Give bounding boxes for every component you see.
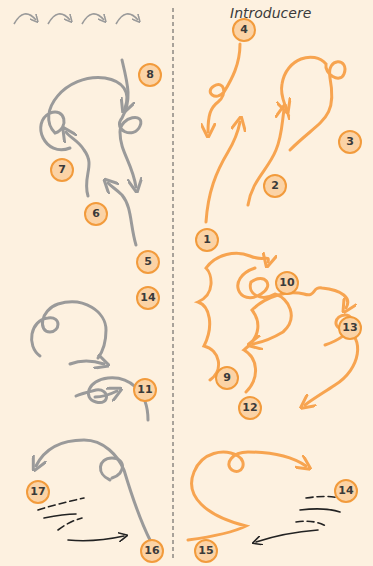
callout-number: 9 xyxy=(215,366,239,390)
callout-number: 13 xyxy=(338,316,362,340)
callout-number: 14 xyxy=(334,479,358,503)
callout-number: 11 xyxy=(133,378,157,402)
callout-number: 15 xyxy=(194,539,218,563)
callout-number: 16 xyxy=(140,539,164,563)
callout-number: 12 xyxy=(238,396,262,420)
callout-number: 1 xyxy=(195,228,219,252)
callout-number: 5 xyxy=(136,250,160,274)
callout-number: 3 xyxy=(338,130,362,154)
callout-number: 17 xyxy=(26,480,50,504)
callout-number: 7 xyxy=(50,158,74,182)
callout-number: 14 xyxy=(136,286,160,310)
callout-number: 10 xyxy=(275,271,299,295)
callout-number: 2 xyxy=(263,174,287,198)
callout-number: 6 xyxy=(84,202,108,226)
callout-number: 4 xyxy=(232,18,256,42)
callout-number: 8 xyxy=(138,63,162,87)
